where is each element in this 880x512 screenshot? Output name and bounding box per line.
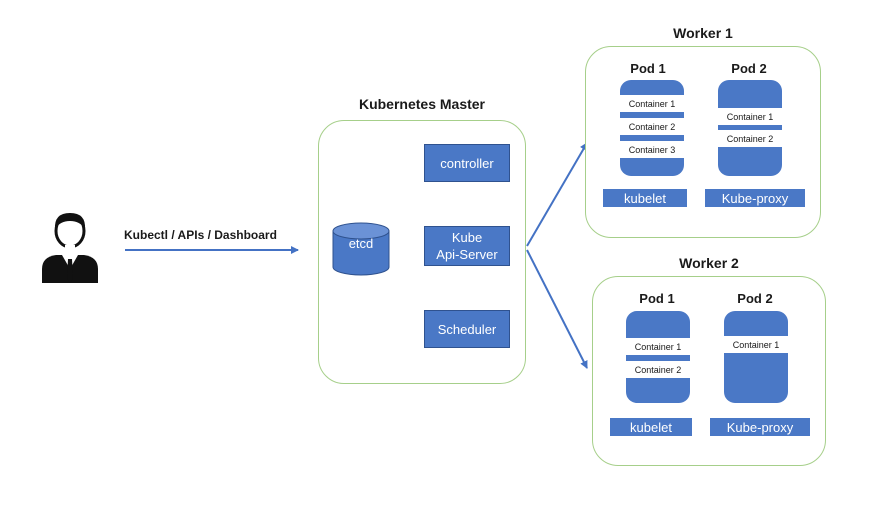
controller-box: controller (424, 144, 510, 182)
api-server-box: Kube Api-Server (424, 226, 510, 266)
worker2-pod1-label: Pod 1 (639, 291, 675, 306)
worker2-pod2-label: Pod 2 (737, 291, 773, 306)
worker1-kubelet: kubelet (603, 189, 687, 207)
apiserver-to-worker1-arrow (526, 142, 588, 247)
api-server-label-line1: Kube (451, 230, 483, 245)
worker2-pod1-container1: Container 1 (626, 338, 690, 355)
api-server-label-line2: Api-Server (436, 247, 498, 262)
scheduler-label: Scheduler (437, 321, 497, 337)
scheduler-box: Scheduler (424, 310, 510, 348)
worker1-pod2-label: Pod 2 (731, 61, 767, 76)
etcd-database-icon (332, 222, 390, 276)
worker2-pod1-container2: Container 2 (626, 361, 690, 378)
worker2-kube-proxy: Kube-proxy (710, 418, 810, 436)
worker2-title: Worker 2 (679, 255, 739, 271)
worker1-pod1-container1: Container 1 (620, 95, 684, 112)
master-title: Kubernetes Master (358, 96, 486, 112)
worker1-title: Worker 1 (673, 25, 733, 41)
worker2-pod2-container1: Container 1 (724, 336, 788, 353)
worker1-pod2-container1: Container 1 (718, 108, 782, 125)
user-icon (42, 213, 98, 283)
worker2-pod2 (724, 311, 788, 403)
worker1-pod1-container2: Container 2 (620, 118, 684, 135)
worker2-pod1 (626, 311, 690, 403)
worker1-kube-proxy: Kube-proxy (705, 189, 805, 207)
worker2-kubelet: kubelet (610, 418, 692, 436)
worker1-pod1-container3: Container 3 (620, 141, 684, 158)
worker1-pod2-container2: Container 2 (718, 130, 782, 147)
controller-label: controller (440, 155, 494, 171)
etcd-label: etcd (348, 236, 374, 251)
worker1-pod2 (718, 80, 782, 176)
client-edge-label: Kubectl / APIs / Dashboard (124, 228, 277, 242)
worker1-pod1-label: Pod 1 (630, 61, 666, 76)
apiserver-to-worker2-arrow (526, 249, 588, 369)
